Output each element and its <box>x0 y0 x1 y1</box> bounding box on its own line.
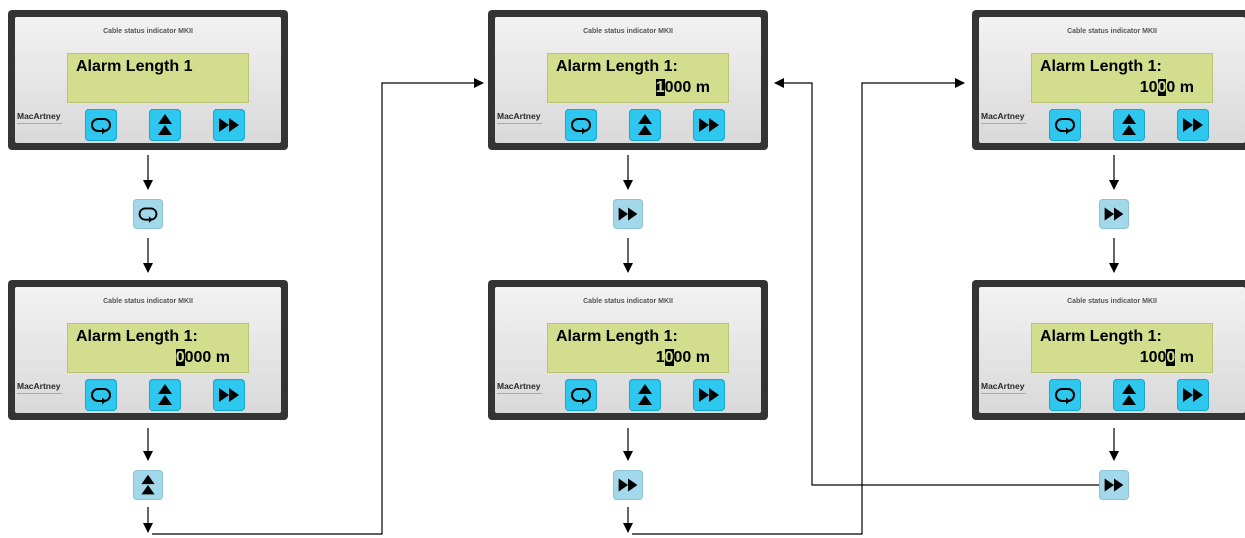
cursor-digit: 0 <box>175 349 185 366</box>
lcd-line-1: Alarm Length 1: <box>1040 58 1162 75</box>
brand-logo: MacArtney <box>981 381 1026 394</box>
arrow-back-to-screen-3 <box>774 78 1099 486</box>
cursor-digit: 0 <box>1157 79 1167 96</box>
model-label: Cable status indicator MKII <box>583 298 673 305</box>
lcd-line-2: 1000 m <box>655 79 710 96</box>
up-button[interactable] <box>629 379 661 411</box>
press-next-step <box>613 470 643 500</box>
enter-button[interactable] <box>1049 379 1081 411</box>
enter-button[interactable] <box>565 109 597 141</box>
press-next-step <box>613 199 643 229</box>
brand-logo: MacArtney <box>17 381 62 394</box>
cursor-digit: 1 <box>655 79 665 96</box>
lcd-line-1: Alarm Length 1: <box>556 58 678 75</box>
next-button[interactable] <box>693 379 725 411</box>
display-unit-2: Cable status indicator MKII Alarm Length… <box>8 280 288 420</box>
up-button[interactable] <box>629 109 661 141</box>
lcd-line-2: 1000 m <box>1139 79 1194 96</box>
enter-button[interactable] <box>1049 109 1081 141</box>
model-label: Cable status indicator MKII <box>103 28 193 35</box>
lcd-screen: Alarm Length 1: 0000 m <box>67 323 249 373</box>
arrow-to-screen-5 <box>632 78 965 535</box>
press-next-step <box>1099 199 1129 229</box>
model-label: Cable status indicator MKII <box>583 28 673 35</box>
up-button[interactable] <box>149 109 181 141</box>
display-unit-5: Cable status indicator MKII Alarm Length… <box>972 10 1245 150</box>
press-up-step <box>133 470 163 500</box>
lcd-line-1: Alarm Length 1: <box>1040 328 1162 345</box>
next-button[interactable] <box>693 109 725 141</box>
model-label: Cable status indicator MKII <box>103 298 193 305</box>
brand-logo: MacArtney <box>981 111 1026 124</box>
next-button[interactable] <box>213 109 245 141</box>
lcd-screen: Alarm Length 1: 1000 m <box>547 323 729 373</box>
lcd-screen: Alarm Length 1 <box>67 53 249 103</box>
brand-logo: MacArtney <box>17 111 62 124</box>
model-label: Cable status indicator MKII <box>1067 298 1157 305</box>
brand-logo: MacArtney <box>497 381 542 394</box>
up-button[interactable] <box>1113 379 1145 411</box>
enter-button[interactable] <box>85 379 117 411</box>
lcd-line-2: 0000 m <box>175 349 230 366</box>
up-button[interactable] <box>1113 109 1145 141</box>
press-enter-step <box>133 199 163 229</box>
display-unit-1: Cable status indicator MKII Alarm Length… <box>8 10 288 150</box>
next-button[interactable] <box>1177 379 1209 411</box>
press-next-step <box>1099 470 1129 500</box>
lcd-screen: Alarm Length 1: 1000 m <box>1031 323 1213 373</box>
arrow-to-screen-3 <box>152 78 484 535</box>
next-button[interactable] <box>1177 109 1209 141</box>
next-button[interactable] <box>213 379 245 411</box>
up-button[interactable] <box>149 379 181 411</box>
display-unit-6: Cable status indicator MKII Alarm Length… <box>972 280 1245 420</box>
lcd-screen: Alarm Length 1: 1000 m <box>547 53 729 103</box>
lcd-line-1: Alarm Length 1: <box>556 328 678 345</box>
enter-button[interactable] <box>565 379 597 411</box>
cursor-digit: 0 <box>664 349 674 366</box>
display-unit-3: Cable status indicator MKII Alarm Length… <box>488 10 768 150</box>
cursor-digit: 0 <box>1166 349 1176 366</box>
lcd-line-2: 1000 m <box>1139 349 1194 366</box>
brand-logo: MacArtney <box>497 111 542 124</box>
lcd-line-1: Alarm Length 1 <box>76 58 193 75</box>
lcd-screen: Alarm Length 1: 1000 m <box>1031 53 1213 103</box>
model-label: Cable status indicator MKII <box>1067 28 1157 35</box>
lcd-line-1: Alarm Length 1: <box>76 328 198 345</box>
enter-button[interactable] <box>85 109 117 141</box>
lcd-line-2: 1000 m <box>655 349 710 366</box>
display-unit-4: Cable status indicator MKII Alarm Length… <box>488 280 768 420</box>
